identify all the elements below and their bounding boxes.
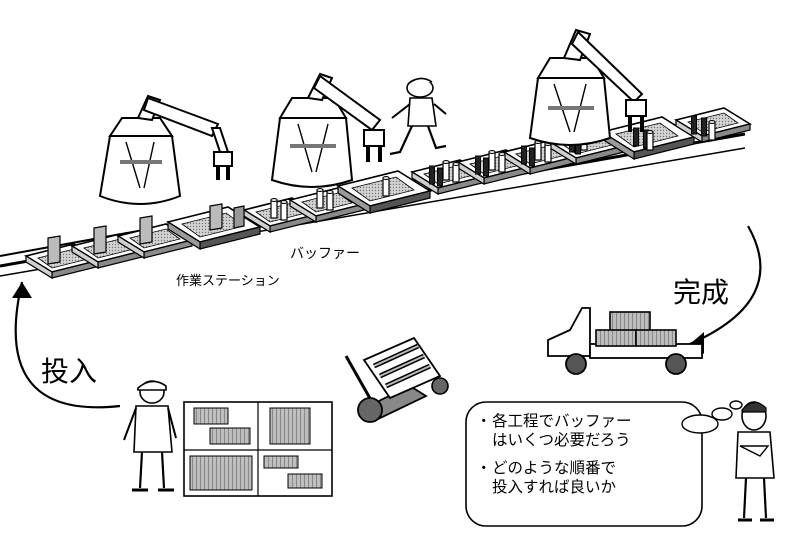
question-buffers-line2: はいくつ必要だろう xyxy=(492,431,631,449)
question-buffers-line1: 各工程でバッファー xyxy=(492,412,632,430)
hand-cart-icon xyxy=(344,336,449,423)
arrow-from-input xyxy=(12,281,121,409)
question-buffers: 各工程でバッファー はいくつ必要だろう xyxy=(476,412,693,450)
schedule-board-icon xyxy=(183,401,333,497)
robot-arm-icon xyxy=(98,94,233,205)
thought-text: 各工程でバッファー はいくつ必要だろう どのような順番で 投入すれば良いか xyxy=(476,412,693,506)
thinking-person-icon xyxy=(735,401,775,522)
robot-arm-icon xyxy=(270,72,385,188)
robot-arm-icon xyxy=(528,28,647,146)
input-label: 投入 xyxy=(41,355,98,388)
work-station-label: 作業ステーション xyxy=(176,274,280,289)
question-order-line1: どのような順番で xyxy=(492,459,617,477)
buffer-label: バッファー xyxy=(290,246,360,262)
question-order: どのような順番で 投入すれば良いか xyxy=(476,459,693,497)
worker-icon xyxy=(389,77,447,156)
truck-icon xyxy=(547,307,703,375)
complete-label: 完成 xyxy=(673,276,730,309)
worker-icon xyxy=(123,380,177,492)
work-items xyxy=(47,115,716,265)
question-order-line2: 投入すれば良いか xyxy=(492,478,617,496)
